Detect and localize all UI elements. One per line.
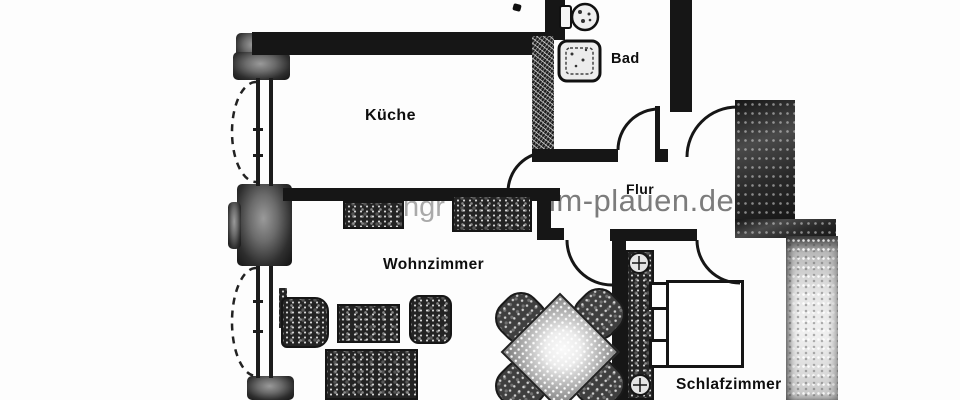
door-swing-arc-wohnzimmer — [565, 239, 613, 287]
wall-pillar — [228, 202, 241, 249]
room-label-flur: Flur — [626, 181, 655, 197]
wall-stairwell-block — [735, 100, 795, 221]
window-frame — [269, 266, 273, 378]
room-label-bad: Bad — [611, 51, 640, 67]
wardrobe — [626, 250, 654, 400]
door-swing-arc-bad — [616, 107, 660, 151]
room-label-wohnzimmer: Wohnzimmer — [383, 256, 485, 273]
wall-bad-bottom-stub — [655, 149, 668, 162]
toilet-icon — [559, 2, 600, 32]
window-frame — [269, 78, 273, 186]
room-label-kueche: Küche — [365, 107, 416, 124]
window-swing-arc — [230, 80, 257, 184]
coffee-table — [337, 304, 400, 343]
wall-exterior-right-textured — [786, 236, 838, 400]
sink-icon — [557, 39, 602, 83]
wall-bad-bottom — [532, 149, 618, 162]
window-frame-tick — [253, 128, 263, 131]
window-frame-tick — [253, 330, 263, 333]
sideboard — [452, 195, 532, 232]
door-leaf-bad — [655, 106, 660, 152]
wall-flur-corner-foot — [537, 228, 564, 240]
wall-pillar — [237, 184, 292, 266]
scan-artifact-dot — [512, 3, 522, 12]
wall-schlafzimmer-top — [610, 229, 697, 241]
window-frame-tick — [253, 154, 263, 157]
door-swing-arc-schlafzimmer — [695, 239, 741, 285]
sideboard — [343, 201, 404, 229]
window-frame — [256, 266, 260, 378]
armchair — [281, 297, 329, 348]
wall-pillar — [247, 376, 294, 400]
watermark-text: im-plauen.de — [549, 183, 735, 218]
sofa — [325, 349, 418, 400]
bed — [666, 280, 744, 368]
wall-kueche-bad-hatched — [532, 36, 554, 150]
wall-bad-left-top — [545, 0, 565, 40]
window-swing-arc — [230, 266, 257, 378]
room-label-schlafzimmer: Schlafzimmer — [676, 376, 782, 393]
armchair — [409, 295, 452, 344]
wall-stairwell-foot — [735, 219, 836, 238]
window-frame — [256, 78, 260, 186]
wall-bad-right — [670, 0, 692, 112]
wall-kueche-top — [252, 32, 553, 55]
window-frame-tick — [253, 300, 263, 303]
wall-pillar — [233, 52, 290, 80]
door-swing-arc-entrance — [685, 105, 738, 158]
